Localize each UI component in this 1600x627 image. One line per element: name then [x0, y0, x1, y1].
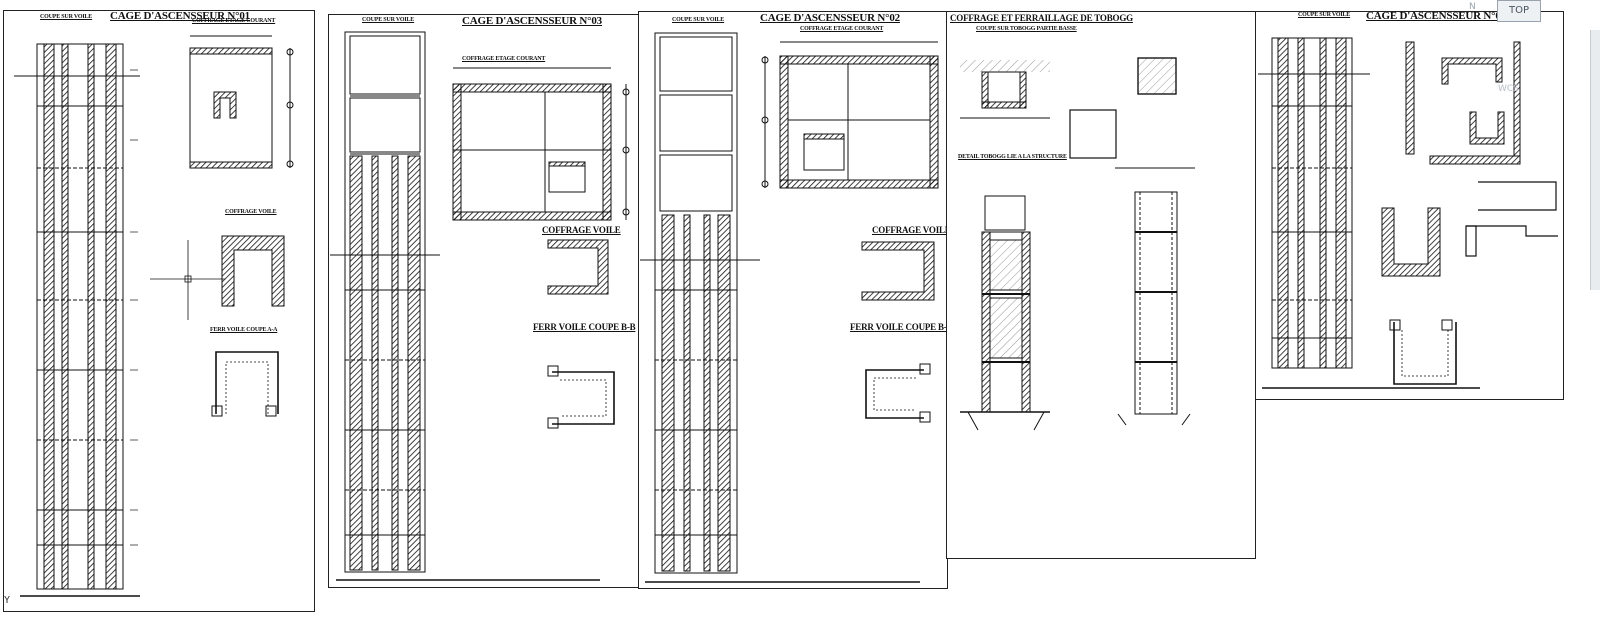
sheet5-section-elevation [1258, 37, 1480, 389]
sheet5-connection-detail [1465, 181, 1558, 257]
sheet2-wall-label: COFFRAGE VOILE [542, 225, 621, 235]
sheet1-plan-view [189, 35, 294, 169]
navigation-bar[interactable] [1590, 30, 1600, 290]
viewcube-top-button[interactable]: TOP [1497, 0, 1541, 22]
sheet4-rebar-elevation [1115, 167, 1195, 426]
sheet2-plan-view [452, 67, 630, 221]
sheet4-tobogg-top-section [960, 60, 1050, 119]
sheet4-title: COFFRAGE ET FERRAILLAGE DE TOBOGG [950, 13, 1133, 23]
sheet3-wall-formwork [861, 241, 935, 301]
sheet5-rebar-section [1389, 319, 1457, 385]
sheet1-section-label: COUPE SUR VOILE [40, 14, 93, 20]
sheet3-wall-label: COFFRAGE VOILE [872, 225, 951, 235]
sheet1-wall-formwork [221, 235, 285, 307]
sheet3-plan-view [761, 41, 939, 189]
drawing-sheet-2[interactable] [328, 14, 640, 588]
sheet1-plan-label: COFFRAGE ETAGE COURANT [192, 18, 276, 24]
sheet2-rebar-section [547, 365, 615, 429]
sheet1-cursor-crosshair [150, 240, 225, 320]
sheet2-title: CAGE D'ASCENSSEUR N°03 [462, 15, 602, 27]
sheet1-level-marks [130, 69, 138, 546]
sheet5-section-label: COUPE SUR VOILE [1298, 12, 1351, 18]
sheet3-title: CAGE D'ASCENSSEUR N°02 [760, 12, 900, 24]
sheet1-title: CAGE D'ASCENSSEUR N°01 [110, 10, 250, 22]
sheet4-structure-detail [960, 195, 1050, 431]
sheet2-section-elevation [330, 31, 600, 581]
viewcube-north-indicator[interactable]: N [1469, 2, 1476, 12]
sheet2-wall-formwork [547, 239, 609, 295]
sheet3-section-elevation [640, 32, 920, 583]
ucs-icon: Y [4, 595, 11, 606]
sheet3-rebar-label: FERR VOILE COUPE B-B [850, 322, 953, 332]
sheet1-wall-label: COFFRAGE VOILE [225, 209, 277, 215]
sheet3-section-label: COUPE SUR VOILE [672, 17, 725, 23]
sheet3-rebar-section [865, 363, 931, 423]
sheet1-rebar-label: FERR VOILE COUPE A-A [210, 327, 278, 333]
sheet5-plan-view [1405, 41, 1521, 165]
sheet4-detail-label: DETAIL TOBOGG LIE A LA STRUCTURE [958, 154, 1067, 160]
sheet4-tobogg-plan [1069, 57, 1177, 159]
sheet2-section-label: COUPE SUR VOILE [362, 17, 415, 23]
drawing-sheet-1[interactable] [3, 10, 315, 612]
sheet2-plan-label: COFFRAGE ETAGE COURANT [462, 56, 546, 62]
wcs-menu-button[interactable]: WCS [1498, 84, 1519, 94]
sheet5-title: CAGE D'ASCENSSEUR N°04 [1366, 10, 1506, 22]
sheet2-rebar-label: FERR VOILE COUPE B-B [533, 322, 636, 332]
sheet5-wall-formwork [1381, 207, 1441, 277]
sheet3-plan-label: COFFRAGE ETAGE COURANT [800, 26, 884, 32]
sheet4-section-label: COUPE SUR TOBOGG PARTIE BASSE [976, 26, 1077, 32]
sheet1-rebar-section [211, 351, 279, 417]
sheet1-section-elevation [14, 43, 140, 597]
